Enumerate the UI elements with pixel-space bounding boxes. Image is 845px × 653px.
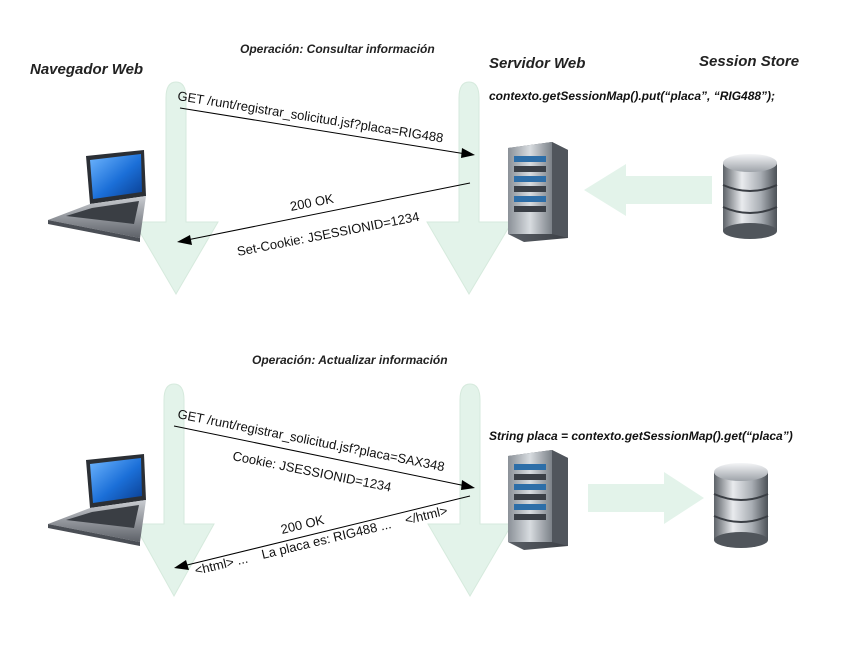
server-lifeline-1 (426, 81, 513, 295)
browser-header: Navegador Web (30, 61, 143, 78)
request-1: GET /runt/registrar_solicitud.jsf?placa=… (177, 88, 475, 158)
store-to-server-arrow (584, 164, 712, 216)
response-1: 200 OK Set-Cookie: JSESSIONID=1234 (177, 182, 471, 259)
laptop-icon (48, 150, 146, 242)
server-lifeline-2 (427, 383, 513, 597)
server-code-1: contexto.getSessionMap().put(“placa”, “R… (489, 89, 775, 103)
server-code-2: String placa = contexto.getSessionMap().… (489, 429, 793, 443)
server-to-store-arrow (588, 472, 704, 524)
database-icon (713, 463, 769, 548)
database-icon (722, 154, 778, 239)
operation-2-title: Operación: Actualizar información (252, 353, 448, 367)
request-1-line: GET /runt/registrar_solicitud.jsf?placa=… (177, 88, 445, 145)
browser-lifeline-1 (133, 81, 219, 295)
request-2: GET /runt/registrar_solicitud.jsf?placa=… (173, 406, 475, 495)
server-icon (508, 450, 568, 550)
laptop-icon (48, 454, 146, 546)
server-icon (508, 142, 568, 242)
browser-lifeline-2 (133, 383, 215, 598)
store-header: Session Store (699, 53, 799, 70)
response-2: 200 OK <html> ... La placa es: RIG488 ..… (174, 495, 471, 578)
response-1-header: Set-Cookie: JSESSIONID=1234 (236, 209, 421, 259)
response-1-status: 200 OK (289, 191, 335, 214)
operation-1-title: Operación: Consultar información (240, 42, 435, 56)
server-header: Servidor Web (489, 55, 585, 72)
